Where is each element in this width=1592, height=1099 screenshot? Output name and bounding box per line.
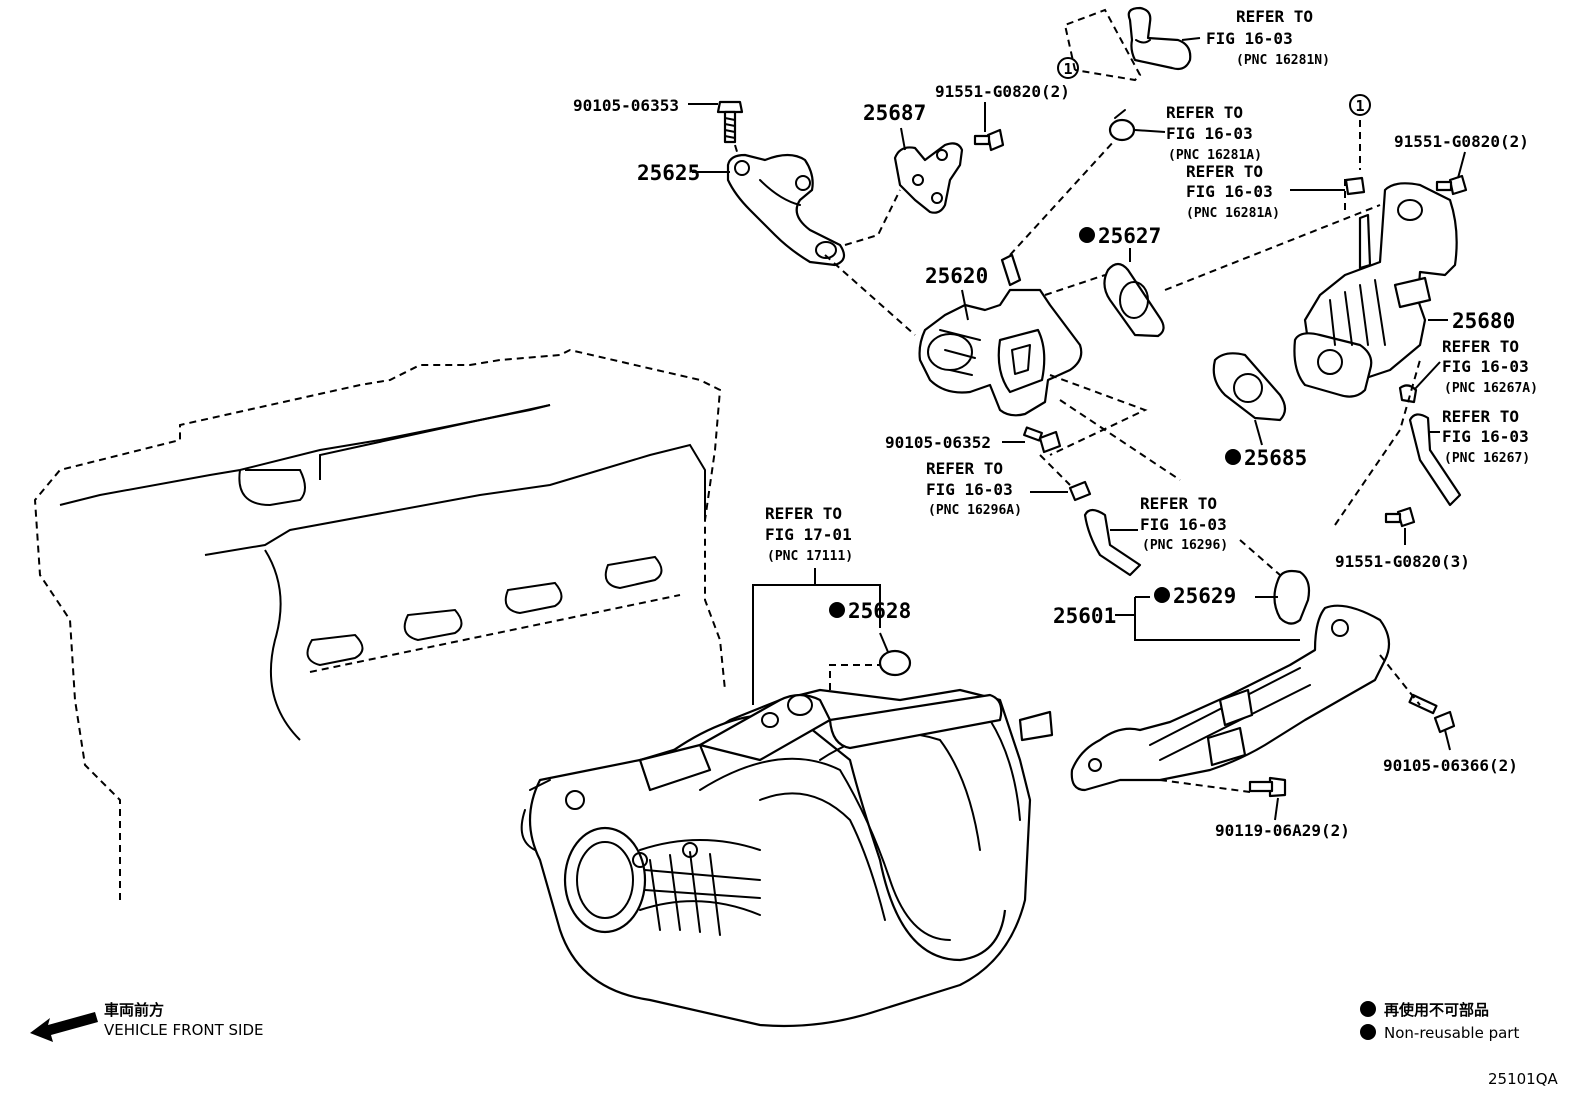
label-91551-g0820-2-b: 91551-G0820(2): [1394, 132, 1529, 151]
ref-17111: REFER TO FIG 17-01 (PNC 17111): [765, 504, 853, 564]
ref-16296: REFER TO FIG 16-03 (PNC 16296): [1140, 494, 1228, 553]
non-reusable-dot-25627: [1079, 227, 1095, 243]
callout-marker-a-label: 1: [1063, 60, 1072, 78]
non-reusable-dot-25628: [829, 602, 845, 618]
label-91551-g0820-3: 91551-G0820(3): [1335, 552, 1470, 571]
label-25620: 25620: [925, 264, 988, 288]
label-90105-06353: 90105-06353: [573, 96, 679, 115]
ref-16267-line1: REFER TO: [1442, 407, 1519, 426]
label-25687: 25687: [863, 101, 926, 125]
part-25687-bracket: [893, 142, 964, 214]
bolt-91551-g0820-3: [1384, 506, 1416, 528]
ref-16281a-a-pnc: (PNC 16281A): [1168, 148, 1262, 163]
label-90105-06352: 90105-06352: [885, 433, 991, 452]
stud-90119-06a29: [1248, 776, 1287, 798]
gasket-25629: [1273, 569, 1311, 625]
engine-outline: [33, 348, 726, 900]
legend-dot-jp: [1360, 1001, 1376, 1017]
ref-16296-line1: REFER TO: [1140, 494, 1217, 513]
ref-16281a-b-pnc: (PNC 16281A): [1186, 206, 1280, 221]
intake-manifold: [520, 688, 1054, 1028]
hose-16267: [1408, 413, 1462, 507]
ref-16281a-a-line1: REFER TO: [1166, 103, 1243, 122]
gasket-25685: [1212, 352, 1287, 422]
part-25680-egr-cooler: [1293, 182, 1458, 398]
ref-17111-line1: REFER TO: [765, 504, 842, 523]
direction-english: VEHICLE FRONT SIDE: [104, 1021, 264, 1039]
ref-16281a-b: REFER TO FIG 16-03 (PNC 16281A): [1186, 162, 1280, 221]
ref-16267a-pnc: (PNC 16267A): [1444, 381, 1538, 396]
part-25620-egr-valve: [918, 253, 1083, 417]
leader-lines: [688, 37, 1466, 821]
hose-16281n: [1127, 6, 1192, 71]
part-25601-egr-pipe: [1070, 604, 1391, 792]
callout-marker-a: 1: [1057, 57, 1079, 79]
front-arrow-icon: [30, 1012, 98, 1042]
label-25685: 25685: [1244, 446, 1307, 470]
ref-16296-pnc: (PNC 16296): [1142, 538, 1228, 553]
part-25625-pipe: [726, 153, 846, 267]
ref-16281a-b-line1: REFER TO: [1186, 162, 1263, 181]
callout-marker-b: 1: [1349, 94, 1371, 116]
gasket-25627: [1103, 262, 1165, 338]
bolt-91551-g0820-b: [1435, 174, 1468, 196]
ref-16296a-line2: FIG 16-03: [926, 480, 1013, 499]
clamp-16281a-b: [1344, 176, 1366, 196]
reference-notes: REFER TO FIG 16-03 (PNC 16281N) REFER TO…: [765, 7, 1538, 564]
bolt-91551-g0820-a: [973, 128, 1005, 152]
label-25680: 25680: [1452, 309, 1515, 333]
ref-16281n-line2: FIG 16-03: [1206, 29, 1293, 48]
direction-japanese: 車両前方: [104, 1001, 164, 1019]
figure-code: 25101QA: [1488, 1070, 1559, 1088]
bolt-90105-06352: [1023, 426, 1062, 454]
label-25601: 25601: [1053, 604, 1116, 628]
ref-16281n-pnc: (PNC 16281N): [1236, 53, 1330, 68]
ref-16267-pnc: (PNC 16267): [1444, 451, 1530, 466]
ref-17111-pnc: (PNC 17111): [767, 549, 853, 564]
ref-16281a-b-line2: FIG 16-03: [1186, 182, 1273, 201]
ref-16281a-a: REFER TO FIG 16-03 (PNC 16281A): [1166, 103, 1262, 163]
assembly-lines: [734, 8, 1421, 793]
label-25627: 25627: [1098, 224, 1161, 248]
bolt-90105-06366: [1408, 693, 1456, 734]
ref-16281n-line1: REFER TO: [1236, 7, 1313, 26]
non-reusable-dot-25685: [1225, 449, 1241, 465]
non-reusable-dot-25629: [1154, 587, 1170, 603]
ref-16296a-pnc: (PNC 16296A): [928, 503, 1022, 518]
legend-japanese: 再使用不可部品: [1384, 1001, 1489, 1019]
ref-16296a-line1: REFER TO: [926, 459, 1003, 478]
label-91551-g0820-2-a: 91551-G0820(2): [935, 82, 1070, 101]
ref-16267: REFER TO FIG 16-03 (PNC 16267): [1442, 407, 1530, 466]
clamp-16296a: [1068, 480, 1092, 502]
ref-16296-line2: FIG 16-03: [1140, 515, 1227, 534]
ref-16267-line2: FIG 16-03: [1442, 427, 1529, 446]
gasket-25628: [878, 649, 912, 677]
label-90119-06a29-2: 90119-06A29(2): [1215, 821, 1350, 840]
bolt-90105-06353: [716, 100, 744, 144]
ref-16267a-line2: FIG 16-03: [1442, 357, 1529, 376]
label-25628: 25628: [848, 599, 911, 623]
legend-english: Non-reusable part: [1384, 1024, 1519, 1042]
legend: 再使用不可部品 Non-reusable part 25101QA: [1360, 1001, 1559, 1088]
legend-dot-en: [1360, 1024, 1376, 1040]
vehicle-front-indicator: 車両前方 VEHICLE FRONT SIDE: [30, 1001, 264, 1042]
ref-17111-line2: FIG 17-01: [765, 525, 852, 544]
label-25625: 25625: [637, 161, 700, 185]
callout-marker-b-label: 1: [1355, 97, 1364, 115]
ref-16296a: REFER TO FIG 16-03 (PNC 16296A): [926, 459, 1022, 518]
ref-16281a-a-line2: FIG 16-03: [1166, 124, 1253, 143]
ref-16281n: REFER TO FIG 16-03 (PNC 16281N): [1206, 7, 1330, 68]
clamp-16281a-a: [1108, 109, 1136, 142]
label-90105-06366-2: 90105-06366(2): [1383, 756, 1518, 775]
hose-16296: [1083, 508, 1142, 577]
part-labels: 90105-06353 25625 25687 91551-G0820(2) 2…: [573, 82, 1529, 840]
label-25629: 25629: [1173, 584, 1236, 608]
ref-16267a: REFER TO FIG 16-03 (PNC 16267A): [1442, 337, 1538, 396]
ref-16267a-line1: REFER TO: [1442, 337, 1519, 356]
